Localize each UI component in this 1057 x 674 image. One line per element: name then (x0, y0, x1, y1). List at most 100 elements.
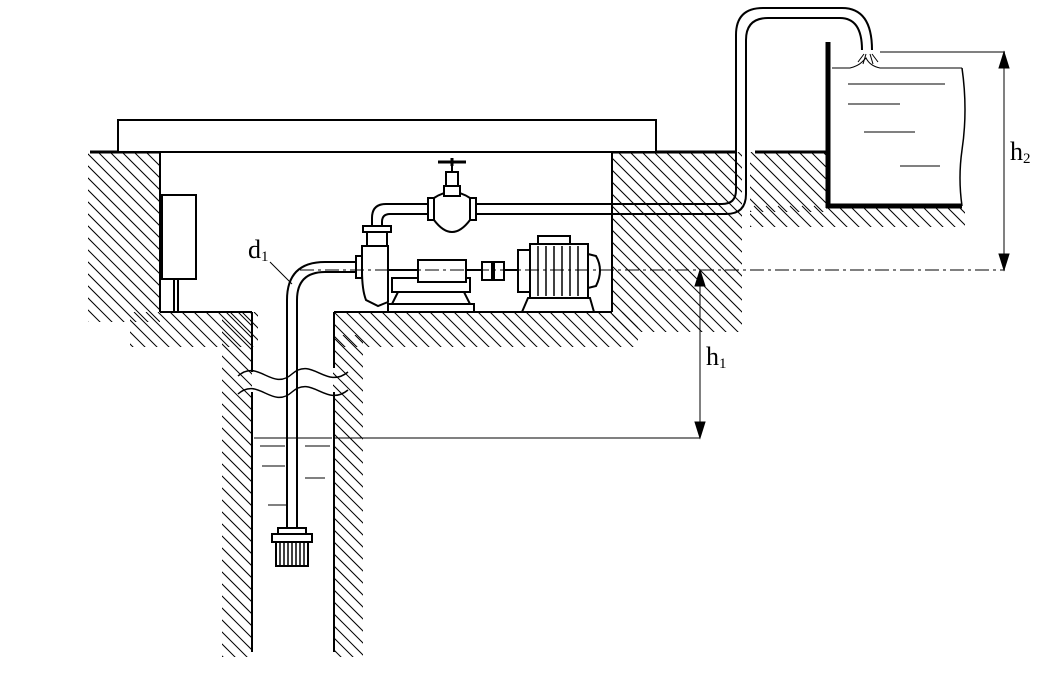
hatch-line (205, 312, 242, 347)
hatch-line (393, 312, 430, 347)
hatch-line (612, 277, 667, 332)
hatch-line (574, 312, 922, 660)
motor-terminal-box (537, 235, 571, 245)
strainer-slots (279, 543, 305, 565)
hatch-line (333, 348, 363, 380)
hatch-group (333, 335, 1004, 660)
hatch-line (333, 336, 363, 368)
hatch-line (222, 415, 252, 447)
hatch-line (88, 297, 113, 322)
hatch-line (837, 205, 860, 227)
hatch-line (193, 312, 230, 347)
hatch-line (501, 312, 538, 347)
well-water (254, 437, 332, 506)
hatch-line (334, 312, 682, 660)
water-splash (857, 53, 879, 65)
hatch-line (88, 249, 160, 322)
hatch-line (229, 312, 258, 341)
hatch-line (502, 312, 850, 660)
hatch-line (222, 631, 248, 657)
hatch-line (222, 499, 252, 531)
hatch-line (88, 165, 160, 239)
hatch-line (415, 335, 740, 660)
hatch-line (0, 312, 202, 660)
hatch-line (0, 152, 72, 330)
hatch-line (619, 335, 944, 660)
hatch-line (133, 312, 170, 347)
hatch-line (523, 335, 848, 660)
h2-arrow-top (998, 50, 1010, 69)
hatch-line (222, 319, 252, 351)
control-cabinet (161, 194, 197, 280)
hatch-line (610, 312, 958, 660)
hatch-line (333, 492, 363, 524)
hatch-line (382, 312, 730, 660)
hatch-line (222, 523, 252, 555)
ground-hatching (0, 152, 1057, 660)
hatch-line (487, 335, 812, 660)
hatch-line (810, 152, 998, 340)
hatch-line (786, 152, 828, 194)
hatch-line (222, 655, 224, 657)
hatch-line (786, 152, 974, 340)
hatch-line (861, 205, 884, 227)
hatch-line (333, 612, 363, 644)
hatch-line (478, 312, 826, 660)
hatch-line (451, 335, 776, 660)
hatch-line (689, 152, 742, 205)
hatch-line (403, 335, 728, 660)
hatch-line (612, 193, 742, 325)
hatch-line (585, 312, 622, 347)
hatch-line (643, 335, 968, 660)
hatch-line (1018, 206, 1042, 230)
roof-slab (117, 119, 657, 153)
hatch-line (333, 516, 363, 548)
hatch-line (750, 152, 938, 340)
hatch-line (849, 205, 872, 227)
tank-water-surface (832, 57, 962, 69)
hatch-line (222, 331, 252, 363)
hatch-line (241, 312, 258, 329)
hatch-line (333, 408, 363, 440)
h2-arrow-bottom (998, 253, 1010, 272)
hatch-line (679, 335, 1004, 660)
discharge-pipe-inner (381, 213, 428, 226)
hatch-line (358, 312, 706, 660)
hatch-line (333, 480, 363, 512)
hatch-line (274, 312, 622, 660)
hatch-line (549, 312, 586, 347)
hatch-line (679, 152, 742, 215)
hatch-line (0, 152, 84, 330)
hatch-line (345, 312, 382, 347)
hatch-line (667, 335, 992, 660)
discharge-pipe-outer-long (476, 7, 873, 205)
hatch-line (222, 583, 252, 615)
hatch-line (88, 285, 125, 322)
hatch-line (586, 312, 934, 660)
hatch-line (222, 607, 252, 639)
hatch-line (750, 162, 800, 212)
hatch-line (286, 312, 324, 350)
foot-valve-top (271, 533, 313, 543)
hatch-line (88, 225, 160, 299)
pump-pedestal (390, 291, 472, 305)
hatch-line (333, 312, 370, 347)
hatch-line (918, 152, 1057, 340)
hatch-line (453, 312, 490, 347)
hatch-line (897, 205, 920, 227)
hatch-line (933, 205, 956, 227)
coupling (481, 261, 493, 281)
hatch-line (333, 588, 363, 620)
hatch-line (750, 198, 764, 212)
hatch-line (379, 335, 704, 660)
hatch-line (333, 360, 363, 392)
hatch-line (130, 331, 146, 347)
hatch-line (834, 152, 1022, 340)
hatch-line (222, 439, 252, 471)
hatch-line (1006, 206, 1030, 230)
hatch-line (957, 205, 965, 214)
discharge-pipe-inner-long (476, 17, 863, 215)
hatch-line (873, 205, 896, 227)
discharge-pipe (371, 7, 873, 233)
hatch-line (274, 312, 312, 350)
